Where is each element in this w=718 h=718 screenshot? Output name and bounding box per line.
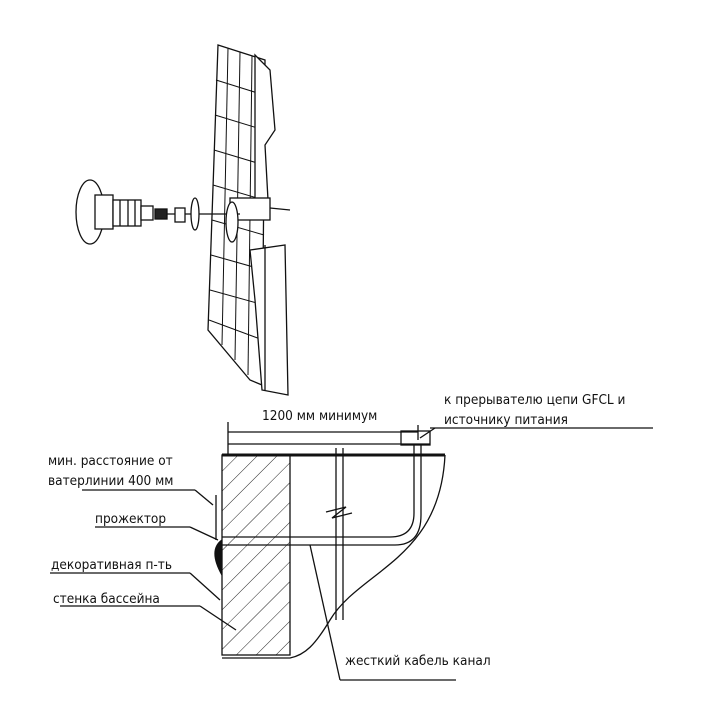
conduit-label: жесткий кабель канал bbox=[345, 653, 491, 669]
decorative-panel-label: декоративная п-ть bbox=[51, 557, 172, 573]
gfcl-label-line1: к прерывателю цепи GFCL и bbox=[444, 392, 625, 408]
gfcl-label-line2: источнику питания bbox=[444, 412, 568, 428]
pool-wall-hatch bbox=[221, 454, 291, 656]
min-distance-label-line2: ватерлинии 400 мм bbox=[48, 473, 173, 489]
section-drawing bbox=[50, 422, 653, 681]
exploded-view-illustration bbox=[75, 44, 291, 396]
projector-label: прожектор bbox=[95, 511, 166, 527]
pool-wall-label: стенка бассейна bbox=[53, 591, 160, 607]
dimension-label: 1200 мм минимум bbox=[262, 408, 377, 424]
min-distance-label-line1: мин. расстояние от bbox=[48, 453, 173, 469]
